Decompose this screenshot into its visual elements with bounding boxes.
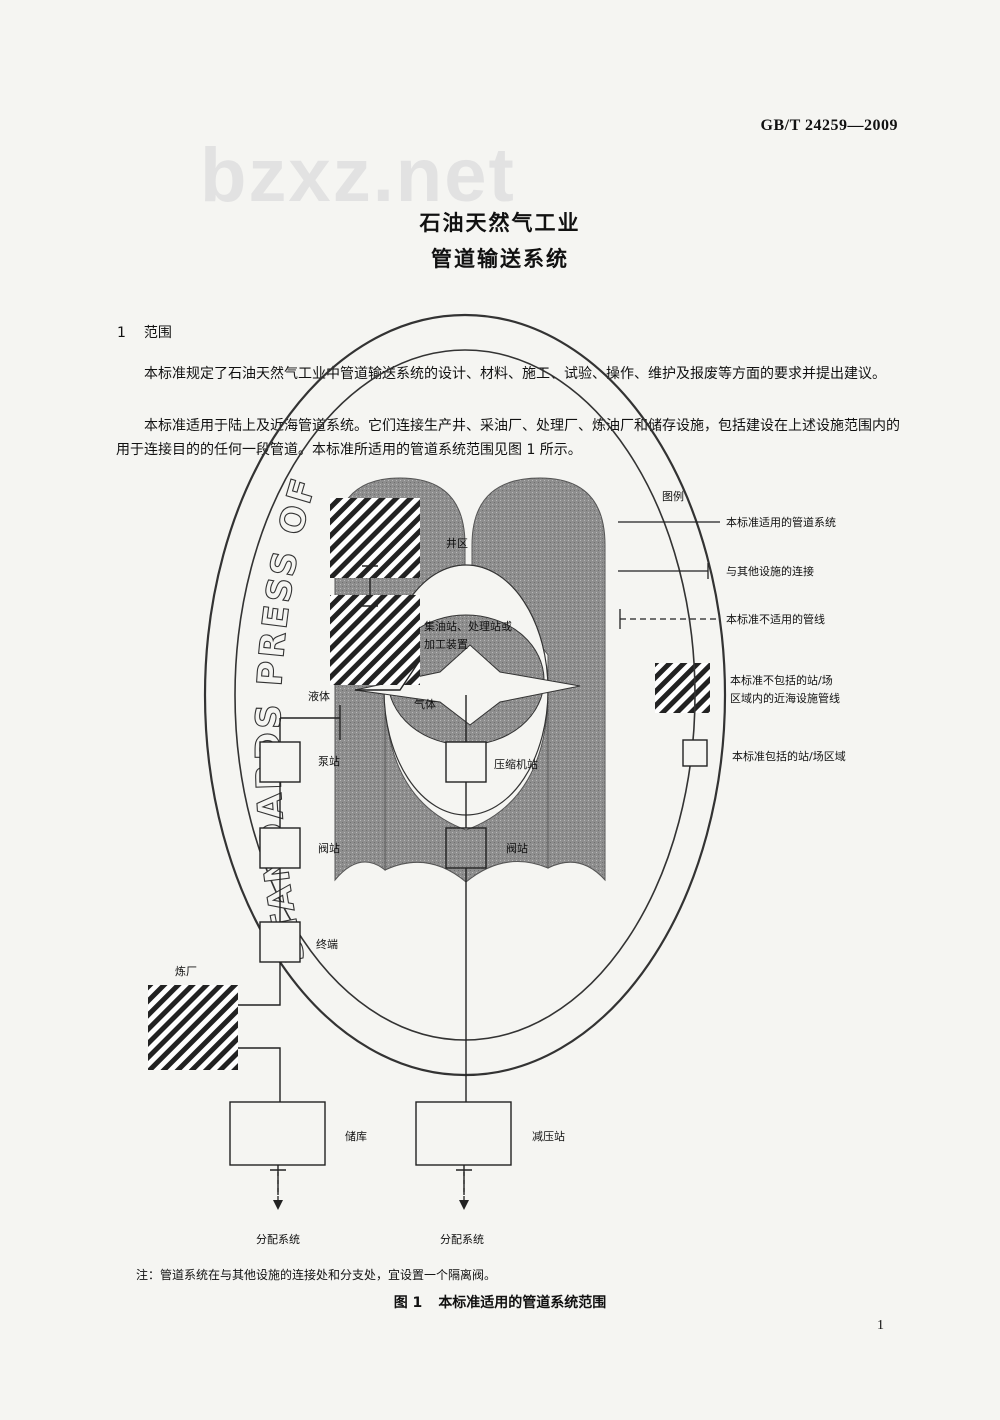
label-well-area: 井区 (446, 536, 468, 550)
valve-station-left-box (259, 827, 301, 869)
legend-item-excluded-line: 本标准不适用的管线 (726, 612, 825, 626)
well-area-bottom-shape (384, 689, 549, 883)
legend-line-connection (618, 563, 709, 579)
hatched-area-top (330, 498, 420, 578)
label-refinery: 炼厂 (175, 964, 197, 978)
label-storage: 储库 (345, 1129, 367, 1143)
arrow-heads (273, 1200, 469, 1210)
paragraph-2: 本标准适用于陆上及近海管道系统。它们连接生产井、采油厂、处理厂、炼油厂和储存设施… (116, 418, 900, 458)
section-number: 1 (117, 325, 126, 341)
legend-item-excluded-station: 本标准不包括的站/场 (730, 673, 833, 687)
legend-item-connection: 与其他设施的连接 (726, 564, 814, 578)
pump-station-box (259, 741, 301, 783)
terminal-box (259, 921, 301, 963)
hatched-area-middle (330, 595, 420, 685)
figure-note: 注：管道系统在与其他设施的连接处和分支处，宜设置一个隔离阀。 (136, 1268, 497, 1282)
label-distribution-right: 分配系统 (440, 1233, 484, 1246)
document-title-line2: 管道输送系统 (431, 247, 569, 271)
hatched-area-refinery (148, 985, 238, 1070)
page-number: 1 (877, 1318, 884, 1333)
pipe-terminal-to-refinery (238, 962, 281, 1006)
legend-item-offshore: 区域内的近海设施管线 (730, 691, 840, 705)
watermark-text: bzxz.net (200, 133, 516, 218)
pressure-reducing-box (415, 1101, 512, 1166)
standard-number: GB/T 24259—2009 (760, 117, 898, 134)
label-gas: 气体 (414, 697, 436, 711)
storage-box (229, 1101, 326, 1166)
label-distribution-left: 分配系统 (256, 1233, 300, 1246)
legend-item-applicable: 本标准适用的管道系统 (726, 515, 836, 529)
label-gathering-1: 集油站、处理站或 (424, 619, 512, 633)
legend-title: 图例 (662, 489, 684, 503)
section-title: 范围 (143, 325, 172, 341)
stamp-outer-ellipse (203, 313, 727, 1077)
pipe-refinery-to-storage (238, 1047, 281, 1102)
figure-caption-number: 图 1 (393, 1295, 423, 1311)
legend-item-included-station: 本标准包括的站/场区域 (732, 749, 846, 763)
valve-station-right-box (445, 827, 487, 869)
label-gathering-2: 加工装置 (424, 638, 468, 651)
pipe-well-ticks (362, 565, 378, 607)
figure-caption-text: 本标准适用的管道系统范围 (438, 1295, 607, 1311)
label-valve-station-left: 阀站 (318, 841, 340, 855)
processing-star-shape (354, 644, 581, 726)
label-compressor-station: 压缩机站 (494, 757, 538, 771)
legend-station-swatch (682, 739, 708, 767)
legend-hatched-swatch (655, 663, 710, 713)
excluded-lines (277, 1172, 465, 1205)
label-liquid: 液体 (308, 689, 330, 703)
label-pressure-reducing: 减压站 (532, 1129, 565, 1143)
figure-caption: 图 1 本标准适用的管道系统范围 (0, 1292, 1000, 1312)
stamp-inner-ellipse (234, 349, 696, 1041)
legend-lines (618, 521, 720, 629)
pipe-liquid-branch (355, 659, 421, 691)
label-pump-station: 泵站 (318, 754, 340, 768)
compressor-station-box (445, 741, 487, 783)
label-terminal: 终端 (316, 937, 338, 951)
label-valve-station-right: 阀站 (506, 841, 528, 855)
section-heading: 1 范围 (117, 322, 190, 342)
pipeline-lines (238, 565, 472, 1195)
document-title-line1: 石油天然气工业 (419, 211, 581, 235)
